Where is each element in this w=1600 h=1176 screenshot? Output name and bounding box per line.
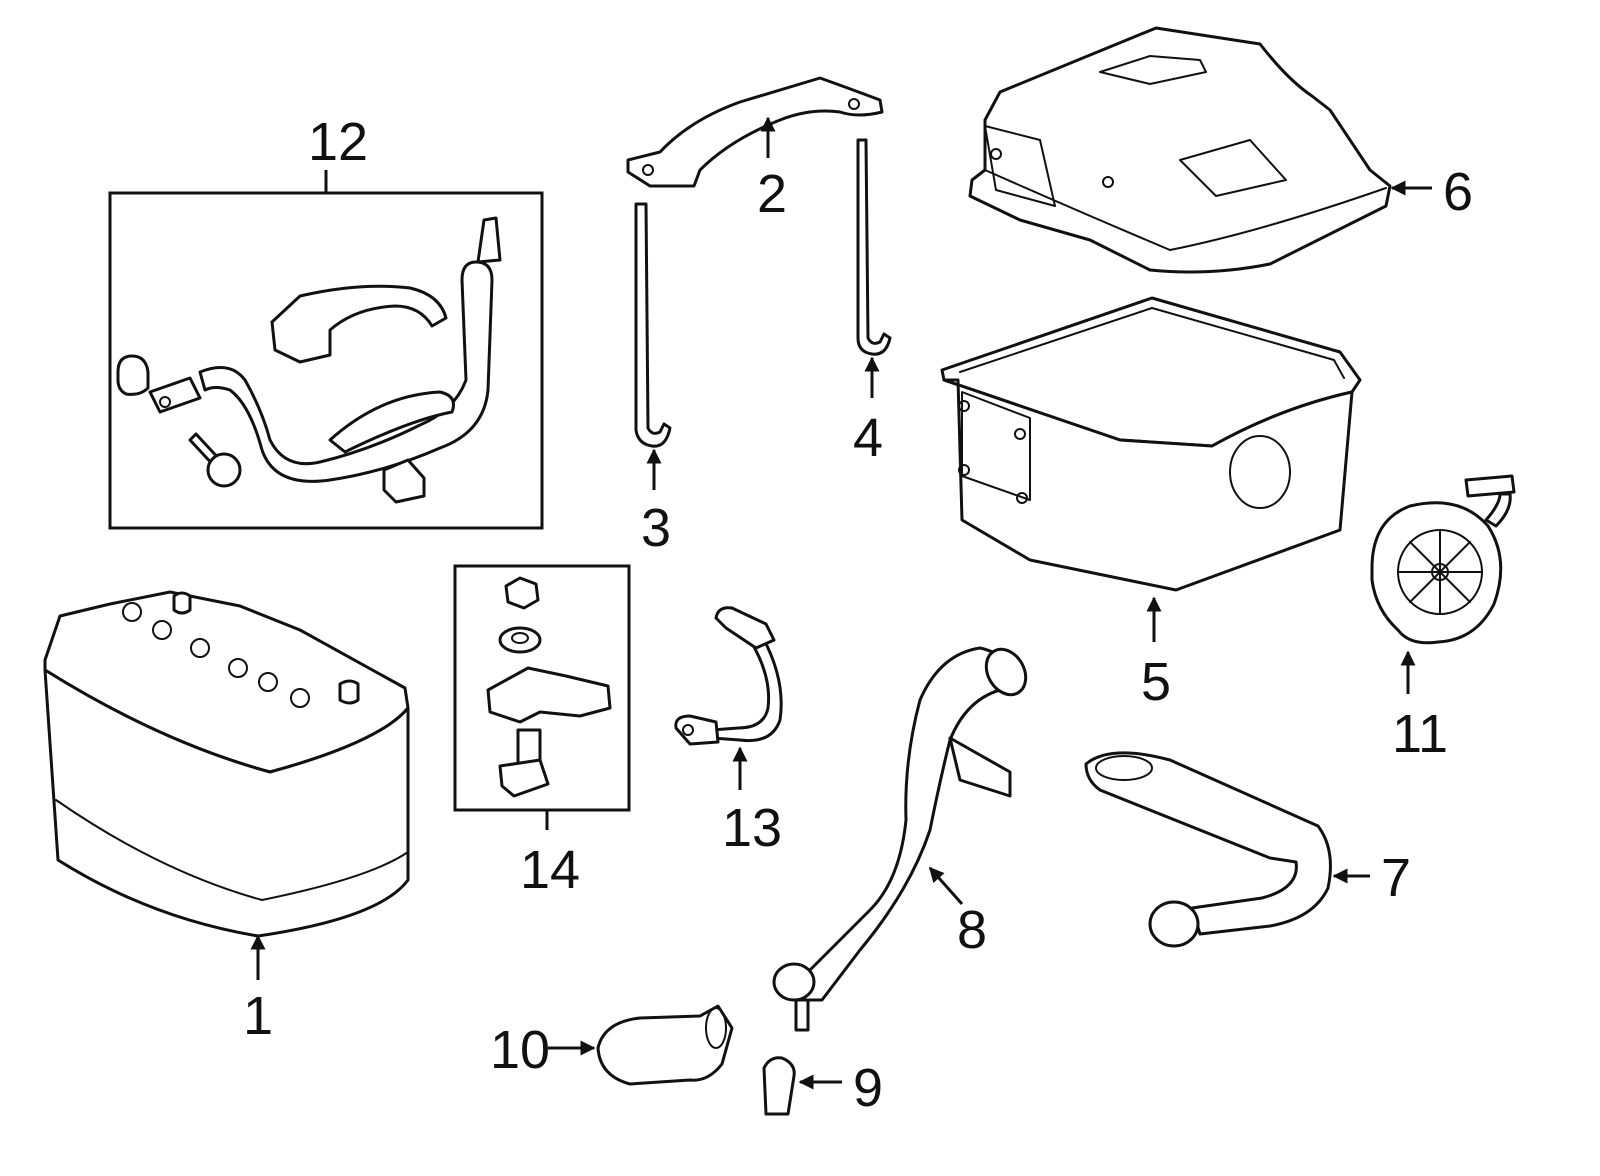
callout-5: 5 [1141, 652, 1171, 712]
hardware-washer-hole [511, 632, 529, 644]
tray-flange [961, 391, 1031, 501]
part-8-leader [928, 866, 964, 905]
part-12-cable-harness [108, 170, 544, 530]
duct-body [798, 646, 1012, 1002]
tray-hole-4 [1016, 492, 1028, 504]
hardware-clamp [486, 666, 612, 724]
cap-body [762, 1056, 796, 1116]
cover-body [968, 26, 1392, 274]
tray-hole-1 [958, 400, 970, 412]
tray-hole-3 [958, 464, 970, 476]
battery-vent-3 [190, 638, 210, 658]
part-8-duct [772, 646, 1028, 1032]
hardware-washer [498, 626, 542, 654]
callout-4: 4 [853, 408, 883, 468]
callout-12: 12 [308, 112, 368, 172]
ground-cable-eye [682, 724, 694, 736]
part-5-tray [940, 296, 1362, 642]
duct-bracket [948, 736, 1012, 798]
callout-2: 2 [757, 164, 787, 224]
j-bolt-4 [856, 138, 892, 356]
bracket-hole-left [642, 164, 654, 176]
part-6-cover [968, 26, 1432, 274]
elbow-body [596, 1004, 734, 1086]
harness-loop [328, 390, 455, 454]
part-10-elbow [548, 1004, 734, 1086]
part-9-cap [762, 1056, 842, 1116]
tray-opening [1229, 435, 1291, 509]
part-4-j-bolt [856, 138, 892, 398]
duct-tab [794, 998, 810, 1032]
harness-bracket [270, 284, 448, 364]
part-13-ground-cable [674, 606, 783, 790]
battery-vent-6 [290, 688, 310, 708]
bracket-hole-right [848, 98, 860, 110]
harness-terminal [148, 376, 202, 414]
cover-hole-1 [990, 148, 1002, 160]
part-3-j-bolt [634, 202, 672, 490]
fan-spokes [1397, 529, 1483, 615]
ground-cable-end-top [714, 606, 776, 650]
cover-ridge [984, 169, 1387, 251]
fan-connector [1464, 474, 1516, 498]
cover-hole-2 [1102, 176, 1114, 188]
elbow-opening [705, 1007, 727, 1049]
ground-cable [710, 634, 783, 743]
duct7-body [1084, 751, 1332, 936]
part-2-bracket [626, 76, 884, 188]
battery-post-positive [172, 591, 192, 615]
callout-6: 6 [1443, 162, 1473, 222]
battery-band [55, 799, 409, 901]
callout-8: 8 [957, 900, 987, 960]
callout-10: 10 [490, 1020, 550, 1080]
harness-clip [382, 458, 426, 504]
battery-body [43, 668, 410, 938]
callout-1: 1 [243, 986, 273, 1046]
part-14-hardware [453, 564, 631, 830]
cover-panel [1179, 139, 1287, 197]
harness-bolt-head [206, 452, 242, 488]
harness-grommet [116, 354, 150, 396]
battery-vent-2 [152, 620, 172, 640]
part-1-battery [43, 590, 410, 980]
part-14-frame [453, 564, 631, 812]
duct-outlet-top [984, 647, 1028, 697]
terminal-hole [159, 396, 171, 408]
tray-hole-2 [1014, 428, 1026, 440]
part-7-duct [1084, 751, 1370, 948]
tray-body [942, 378, 1354, 592]
battery-vent-5 [258, 672, 278, 692]
battery-vent-4 [228, 658, 248, 678]
fan-wire [1484, 492, 1512, 528]
battery-vent-1 [122, 602, 142, 622]
harness-connector [476, 216, 502, 264]
cover-latch [1099, 55, 1207, 85]
duct7-outlet [1148, 900, 1200, 948]
duct-outlet-bottom [772, 962, 816, 1002]
callout-13: 13 [722, 798, 782, 858]
cover-bracket [984, 125, 1056, 207]
callout-9: 9 [853, 1058, 883, 1118]
tray-inner-rim [959, 307, 1345, 379]
hardware-nut [504, 576, 540, 610]
duct7-inlet [1095, 755, 1153, 781]
callout-14: 14 [520, 840, 580, 900]
callout-3: 3 [641, 498, 671, 558]
callout-11: 11 [1392, 704, 1448, 764]
callout-7: 7 [1381, 848, 1411, 908]
bracket-body [626, 76, 884, 188]
hardware-base [498, 758, 550, 798]
battery-post-negative [338, 679, 360, 705]
part-11-fan [1370, 474, 1516, 694]
ground-cable-end-bottom [674, 714, 720, 746]
j-bolt-3 [634, 202, 672, 448]
